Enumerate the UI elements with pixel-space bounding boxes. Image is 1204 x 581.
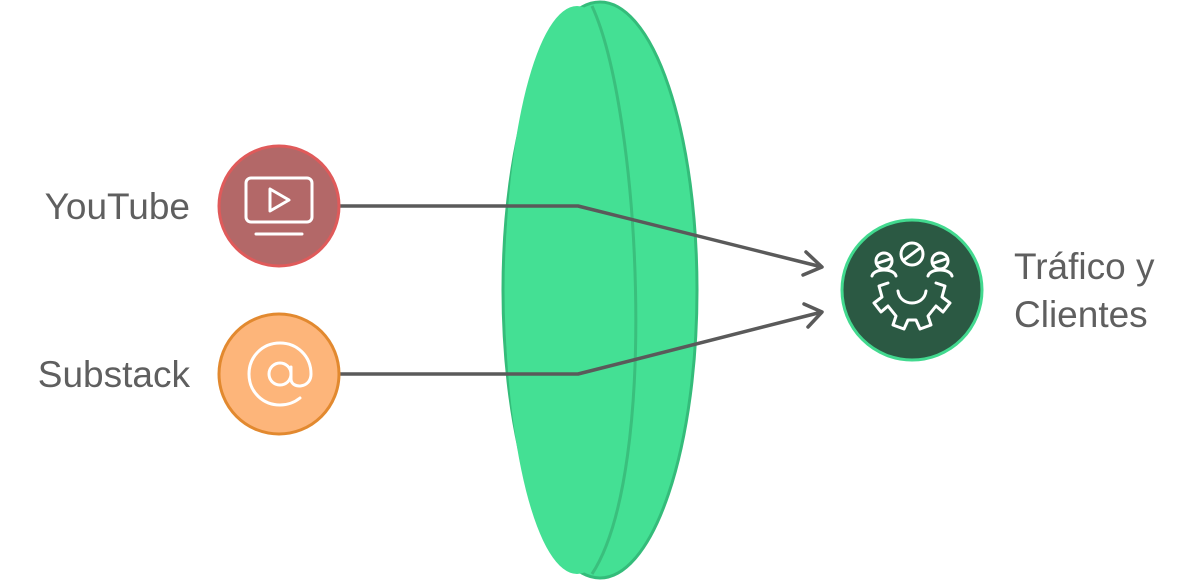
arrowhead-substack bbox=[802, 302, 824, 329]
source-label-youtube: YouTube bbox=[45, 186, 190, 227]
connector-substack bbox=[338, 311, 820, 376]
lens-filter bbox=[501, 0, 699, 580]
people-gear-icon bbox=[870, 241, 954, 331]
source-label-substack: Substack bbox=[38, 354, 191, 395]
connector-youtube bbox=[338, 204, 820, 268]
substack-circle bbox=[217, 312, 341, 436]
target-circle bbox=[840, 218, 984, 362]
connectors bbox=[338, 204, 824, 376]
source-substack: Substack bbox=[38, 312, 341, 436]
tv-play-icon bbox=[244, 176, 314, 236]
lens-rim bbox=[590, 5, 638, 575]
at-sign-icon bbox=[247, 341, 313, 407]
lens-front bbox=[505, 6, 649, 574]
target-traffic-clients: Tráfico y Clientes bbox=[840, 218, 1155, 362]
arrowhead-youtube bbox=[801, 250, 824, 277]
target-label-line1: Tráfico y bbox=[1014, 246, 1155, 287]
source-youtube: YouTube bbox=[45, 144, 341, 268]
target-label-line2: Clientes bbox=[1014, 294, 1148, 335]
